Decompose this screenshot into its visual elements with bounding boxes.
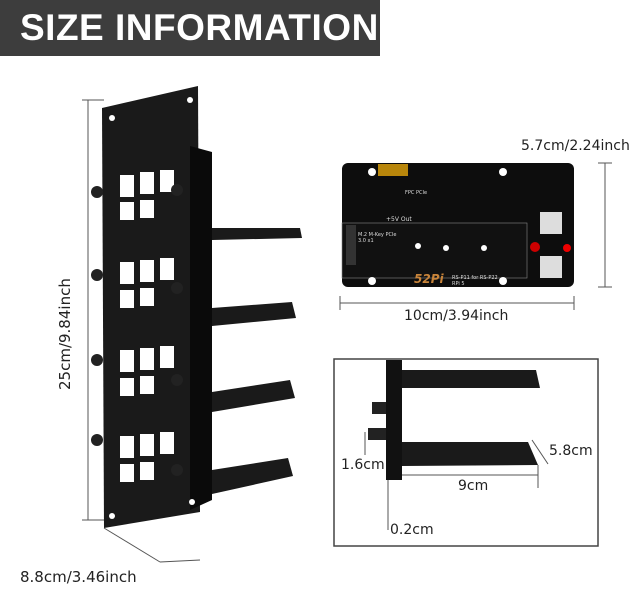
board-slot-label: M.2 M-Key PCIe 3.0 x1: [358, 232, 397, 244]
board-fpc-label: FPC PCIe: [405, 190, 428, 196]
board-dimension-lines: [339, 162, 612, 310]
board-width-label: 5.7cm/2.24inch: [521, 138, 630, 154]
thickness-label: 0.2cm: [390, 522, 434, 538]
shelf-width-label: 9cm: [458, 478, 489, 494]
board-brand-logo: 52Pi: [414, 272, 444, 286]
height-label: 25cm/9.84inch: [56, 278, 74, 390]
pcie-board: [341, 163, 574, 287]
board-length-label: 10cm/3.94inch: [404, 308, 509, 324]
size-information-banner: SIZE INFORMATION: [0, 0, 380, 56]
depth-label: 8.8cm/3.46inch: [20, 568, 137, 586]
board-power-label: +5V Out: [386, 216, 412, 223]
gap-label: 1.6cm: [341, 457, 385, 473]
rack-bracket: [91, 86, 302, 528]
shelf-depth-label: 5.8cm: [549, 443, 593, 459]
side-view-panel: [333, 358, 599, 547]
board-model-label: RS-P11 for RS-P22 RPi 5: [452, 275, 498, 287]
height-dimension-line: [82, 99, 201, 563]
